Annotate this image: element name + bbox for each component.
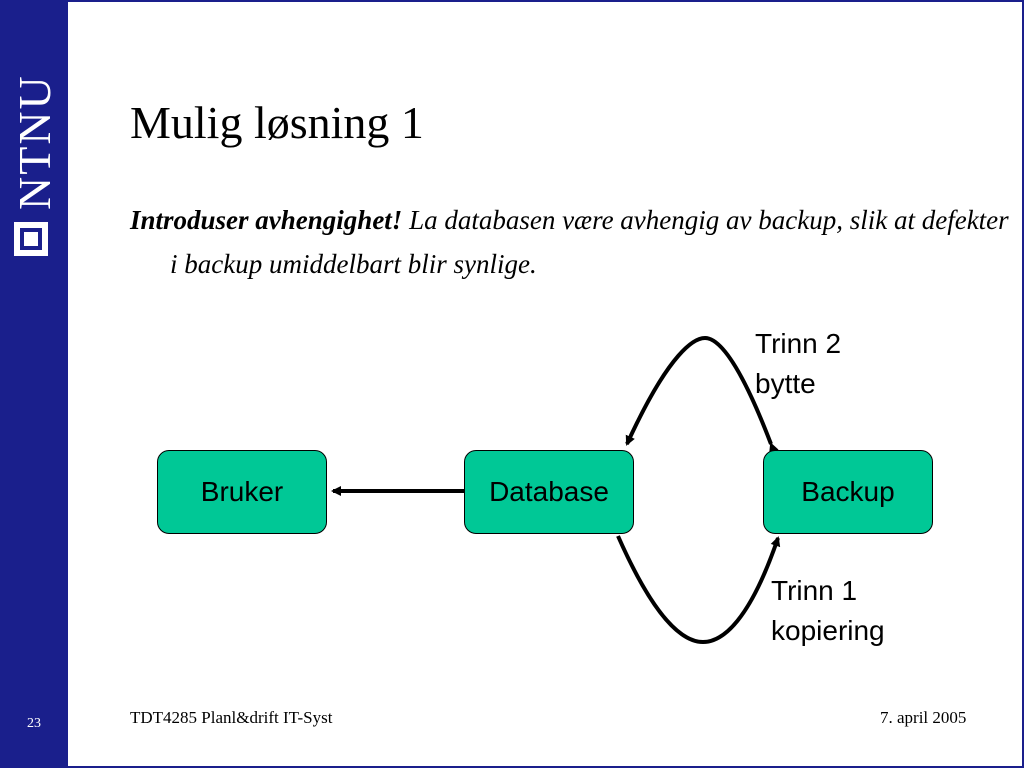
slide-number: 23: [27, 716, 41, 731]
step1-line2: kopiering: [771, 615, 885, 646]
footer-date: 7. april 2005: [880, 708, 967, 727]
step2-line2: bytte: [755, 368, 816, 399]
right-border: [1022, 0, 1024, 768]
arrow-step2-swap: [625, 335, 779, 454]
body-text: La databasen være avhengig av backup, sl…: [170, 205, 1009, 279]
bottom-border: [68, 766, 1024, 768]
node-database: Database: [464, 450, 634, 534]
sidebar: NTNU 23: [0, 0, 68, 768]
arrow-step1-copy: [616, 535, 781, 645]
step2-line1: Trinn 2: [755, 328, 842, 359]
slide-title: Mulig løsning 1: [130, 97, 424, 148]
step1-line1: Trinn 1: [771, 575, 858, 606]
slide-body: Introduser avhengighet! La databasen vær…: [130, 198, 1010, 286]
step1-label: Trinn 1 kopiering: [771, 571, 885, 651]
svg-text:NTNU: NTNU: [10, 74, 58, 210]
top-border: [68, 0, 1024, 2]
step2-label: Trinn 2 bytte: [755, 324, 841, 404]
body-emphasis: Introduser avhengighet!: [130, 205, 403, 235]
node-backup: Backup: [763, 450, 933, 534]
ntnu-logo: NTNU: [10, 74, 58, 256]
footer-course: TDT4285 Planl&drift IT-Syst: [130, 708, 333, 727]
node-bruker: Bruker: [157, 450, 327, 534]
